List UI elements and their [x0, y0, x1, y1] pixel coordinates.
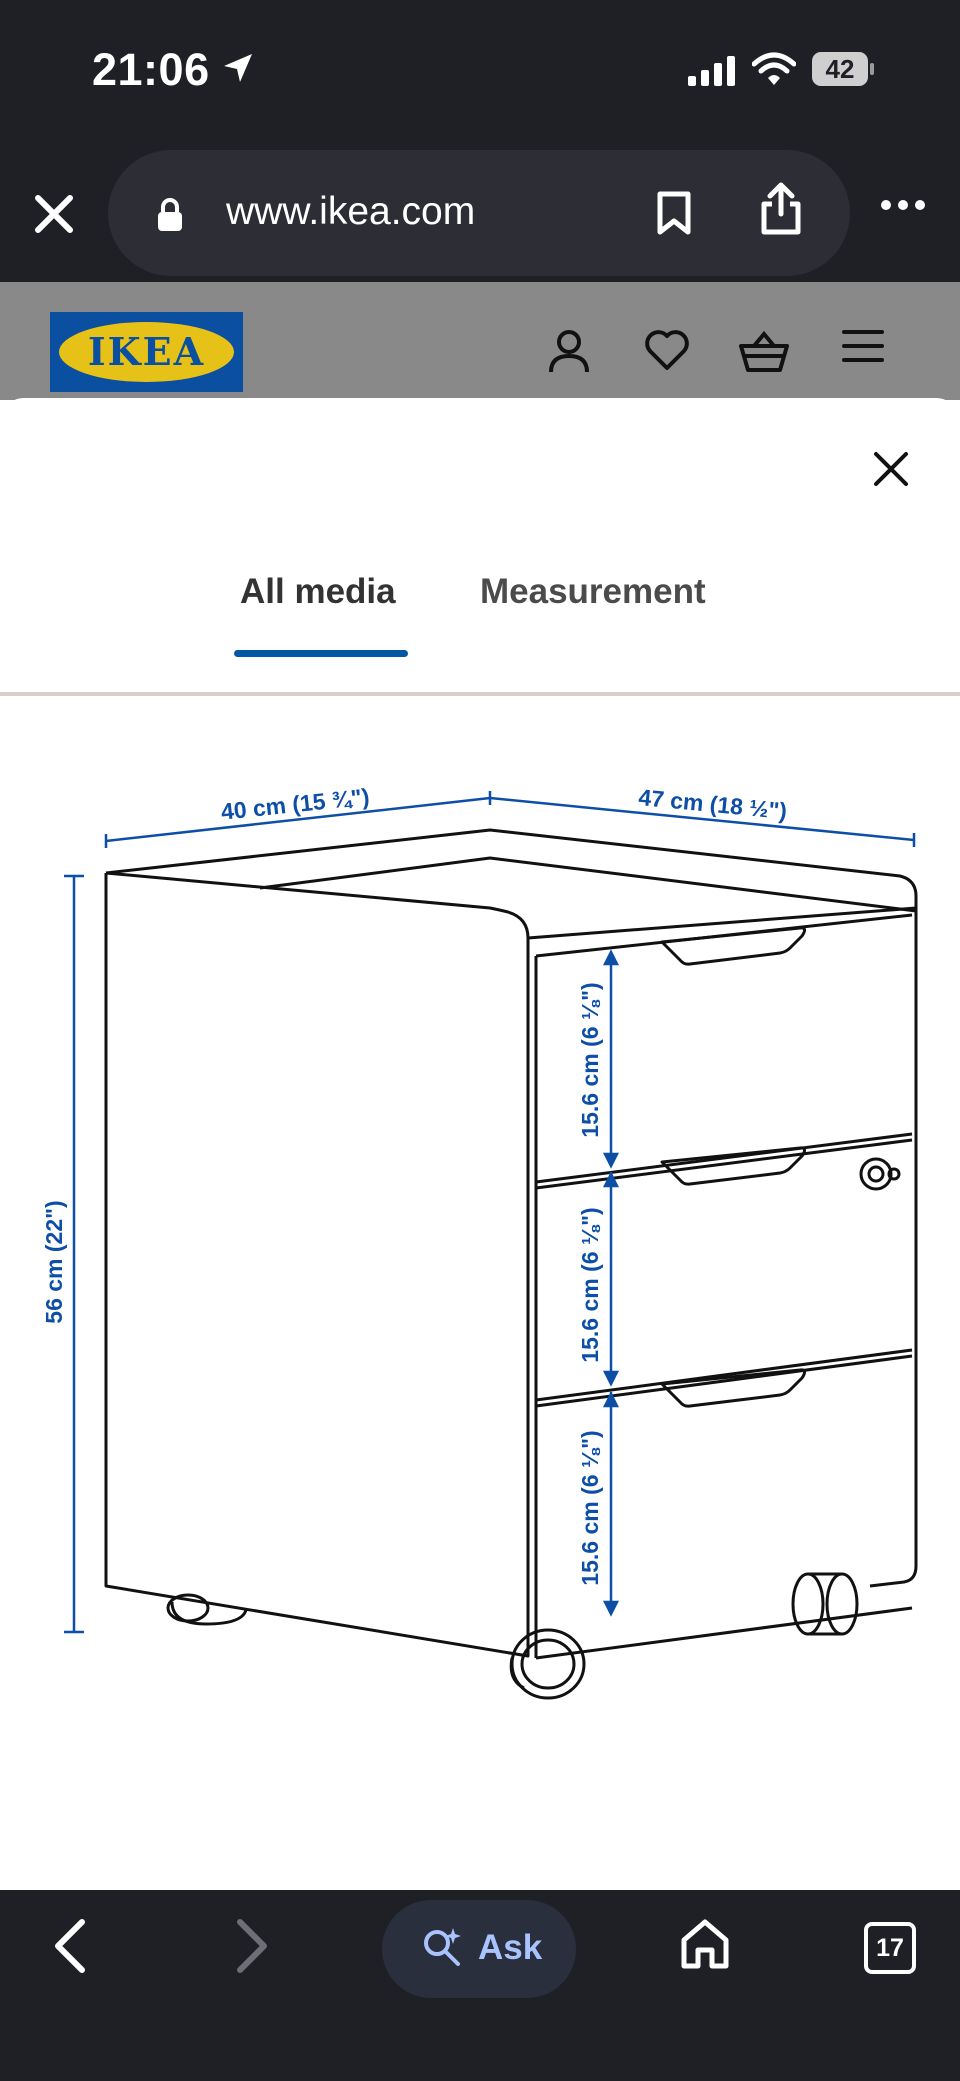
drawer-height-label: 15.6 cm (6 ⅛")	[577, 1430, 603, 1585]
ask-label[interactable]: Ask	[478, 1928, 543, 1967]
tab-measurement[interactable]: Measurement	[480, 572, 706, 611]
location-arrow-icon	[224, 54, 252, 82]
favorites-heart-icon[interactable]	[644, 328, 690, 372]
media-modal	[0, 398, 960, 1890]
ask-button[interactable]	[382, 1900, 576, 1998]
dimension-lines	[64, 791, 916, 1634]
battery-level: 42	[825, 54, 855, 84]
depth-label: 47 cm (18 ½")	[637, 784, 788, 824]
shopping-basket-icon[interactable]	[738, 328, 790, 374]
drawer-unit-measurement-drawing: 40 cm (15 ¾") 47 cm (18 ½") 56 cm (22") …	[41, 783, 918, 1700]
modal-close-icon[interactable]	[868, 446, 914, 492]
url-text[interactable]: www.ikea.com	[226, 190, 476, 233]
status-bar	[0, 0, 960, 140]
forward-icon[interactable]	[232, 1918, 272, 1974]
tab-all-media[interactable]: All media	[240, 572, 396, 611]
account-icon[interactable]	[546, 328, 592, 374]
menu-hamburger-icon[interactable]	[842, 328, 884, 364]
logo-text: IKEA	[87, 329, 206, 374]
tabs-divider	[0, 692, 960, 696]
width-label: 40 cm (15 ¾")	[220, 783, 371, 824]
height-label: 56 cm (22")	[41, 1200, 67, 1323]
lock-icon	[158, 198, 182, 231]
address-bar[interactable]	[108, 150, 850, 276]
ai-search-sparkle-icon	[424, 1928, 461, 1966]
battery-indicator: 42	[812, 52, 874, 86]
drawer-unit-outline	[104, 828, 918, 1700]
more-options-icon[interactable]	[880, 198, 926, 212]
active-tab-indicator	[234, 650, 408, 657]
wifi-icon	[752, 52, 796, 85]
back-icon[interactable]	[50, 1918, 90, 1974]
home-icon[interactable]	[680, 1918, 730, 1970]
cellular-signal-icon	[688, 56, 735, 86]
close-icon[interactable]	[32, 192, 76, 236]
tab-count-button[interactable]: 17	[864, 1922, 916, 1974]
status-time: 21:06	[92, 44, 210, 95]
drawer-height-label: 15.6 cm (6 ⅛")	[577, 1207, 603, 1362]
dimension-labels: 40 cm (15 ¾") 47 cm (18 ½") 56 cm (22") …	[41, 783, 788, 1585]
share-icon[interactable]	[760, 182, 802, 236]
ikea-logo[interactable]: IKEA	[50, 312, 243, 392]
bookmark-icon[interactable]	[656, 190, 692, 236]
drawer-height-label: 15.6 cm (6 ⅛")	[577, 982, 603, 1137]
